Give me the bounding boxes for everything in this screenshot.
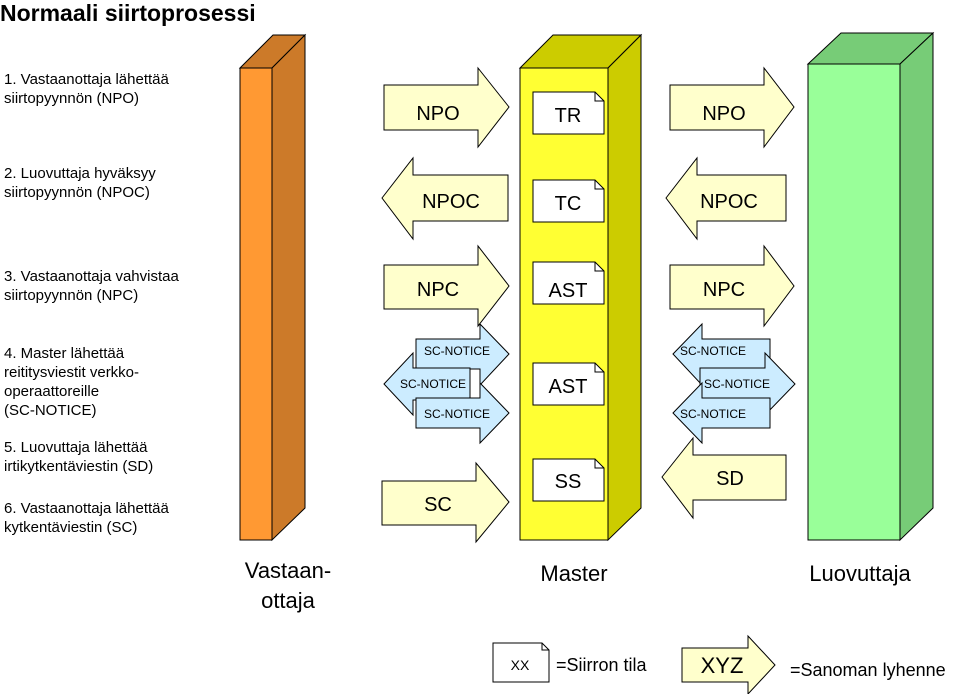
tr-state-label: TR (555, 105, 582, 127)
sd-arrow-label: SD (716, 468, 744, 490)
step-4-line-3: operaattoreille (4, 383, 100, 400)
ast-state-box-2-fold (594, 363, 604, 373)
tr-state-box-fold (594, 92, 604, 102)
step-4-line-1: 4. Master lähettää (4, 345, 125, 362)
donor-label: Luovuttaja (809, 561, 911, 586)
sd-arrow (661, 436, 787, 520)
master-bar-side (607, 33, 642, 542)
sc-notice-label-right-top: SC-NOTICE (680, 344, 746, 358)
step-2-description: 2. Luovuttaja hyväksyy siirtopyynnön (NP… (4, 164, 156, 202)
step-4-line-4: (SC-NOTICE) (4, 402, 97, 419)
legend-state-symbol: XX (511, 657, 530, 673)
donor-bar-front (807, 63, 901, 541)
step-4-line-2: reititysviestit verkko- (4, 364, 140, 381)
step-6-line-1: 6. Vastaanottaja lähettää (4, 500, 169, 517)
legend-message-arrow (681, 634, 776, 694)
step-3-line-2: siirtopyynnön (NPC) (4, 287, 139, 304)
step-2-line-2: siirtopyynnön (NPOC) (4, 184, 150, 201)
page-title: Normaali siirtoprosessi (0, 0, 256, 26)
step-3-description: 3. Vastaanottaja vahvistaa siirtopyynnön… (4, 267, 179, 305)
ast-state-box-2 (532, 362, 605, 406)
receiver-label-line-1: Vastaan- (245, 558, 331, 583)
tr-state-box (532, 91, 605, 135)
ss-state-box (532, 458, 605, 502)
sc-notice-label-left-mid: SC-NOTICE (400, 377, 466, 391)
legend-message-label: =Sanoman lyhenne (790, 660, 946, 680)
npo-arrow-left-label: NPO (416, 103, 459, 125)
npo-arrow-right (669, 66, 795, 149)
receiver-bar (238, 33, 307, 542)
legend-message-symbol: XYZ (701, 653, 744, 678)
step-4-description: 4. Master lähettää reititysviestit verkk… (4, 344, 139, 420)
tc-state-box (532, 179, 605, 223)
npo-arrow-right-label: NPO (702, 103, 745, 125)
receiver-bar-front (239, 67, 273, 541)
step-3-line-1: 3. Vastaanottaja vahvistaa (4, 268, 179, 285)
step-6-line-2: kytkentäviestin (SC) (4, 519, 138, 536)
sc-notice-arrows-left: SC-NOTICE SC-NOTICE SC-NOTICE (383, 322, 510, 445)
npoc-arrow-right (665, 156, 787, 241)
sc-notice-label-right-bottom: SC-NOTICE (680, 407, 746, 421)
step-5-line-1: 5. Luovuttaja lähettää (4, 439, 148, 456)
step-1-line-1: 1. Vastaanottaja lähettää (4, 71, 169, 88)
sc-notice-arrow-down-right (672, 381, 771, 445)
sc-arrow (381, 461, 510, 544)
donor-bar (806, 31, 935, 542)
sc-notice-arrows-right: SC-NOTICE SC-NOTICE SC-NOTICE (672, 322, 796, 445)
npc-arrow-left-label: NPC (417, 279, 459, 301)
npoc-arrow-left (381, 156, 509, 241)
ast-state-box-1 (532, 261, 605, 305)
step-5-description: 5. Luovuttaja lähettää irtikytkentäviest… (4, 438, 153, 476)
sc-notice-arrow-down-left (415, 381, 510, 445)
npc-arrow-right-label: NPC (703, 279, 745, 301)
npo-arrow-left (383, 66, 510, 149)
receiver-bar-side (271, 33, 306, 542)
master-label: Master (540, 561, 607, 586)
step-6-description: 6. Vastaanottaja lähettää kytkentäviesti… (4, 499, 169, 537)
donor-bar-side (899, 31, 934, 542)
step-2-line-1: 2. Luovuttaja hyväksyy (4, 165, 156, 182)
npc-arrow-right (669, 244, 795, 328)
npoc-arrow-right-label: NPOC (700, 191, 758, 213)
npoc-arrow-left-label: NPOC (422, 191, 480, 213)
ss-state-box-fold (594, 459, 604, 469)
legend-state-box-fold (541, 643, 549, 651)
sc-notice-label-right-mid: SC-NOTICE (704, 377, 770, 391)
ss-state-label: SS (555, 471, 582, 493)
npc-arrow-left (383, 244, 510, 328)
sc-notice-label-left-bottom: SC-NOTICE (424, 407, 490, 421)
legend-state-label: =Siirron tila (556, 655, 648, 675)
tc-state-box-fold (594, 180, 604, 190)
legend-state-box (492, 642, 550, 683)
step-1-line-2: siirtopyynnön (NPO) (4, 90, 140, 107)
legend: XX =Siirron tila XYZ =Sanoman lyhenne (492, 634, 946, 694)
ast-state-label-2: AST (549, 376, 588, 398)
receiver-label-line-2: ottaja (261, 588, 316, 613)
step-5-line-2: irtikytkentäviestin (SD) (4, 458, 154, 475)
ast-state-box-1-fold (594, 262, 604, 272)
step-1-description: 1. Vastaanottaja lähettää siirtopyynnön … (4, 70, 169, 108)
sc-notice-label-left-top: SC-NOTICE (424, 344, 490, 358)
ast-state-label-1: AST (549, 280, 588, 302)
sc-arrow-label: SC (424, 494, 452, 516)
tc-state-label: TC (555, 193, 582, 215)
